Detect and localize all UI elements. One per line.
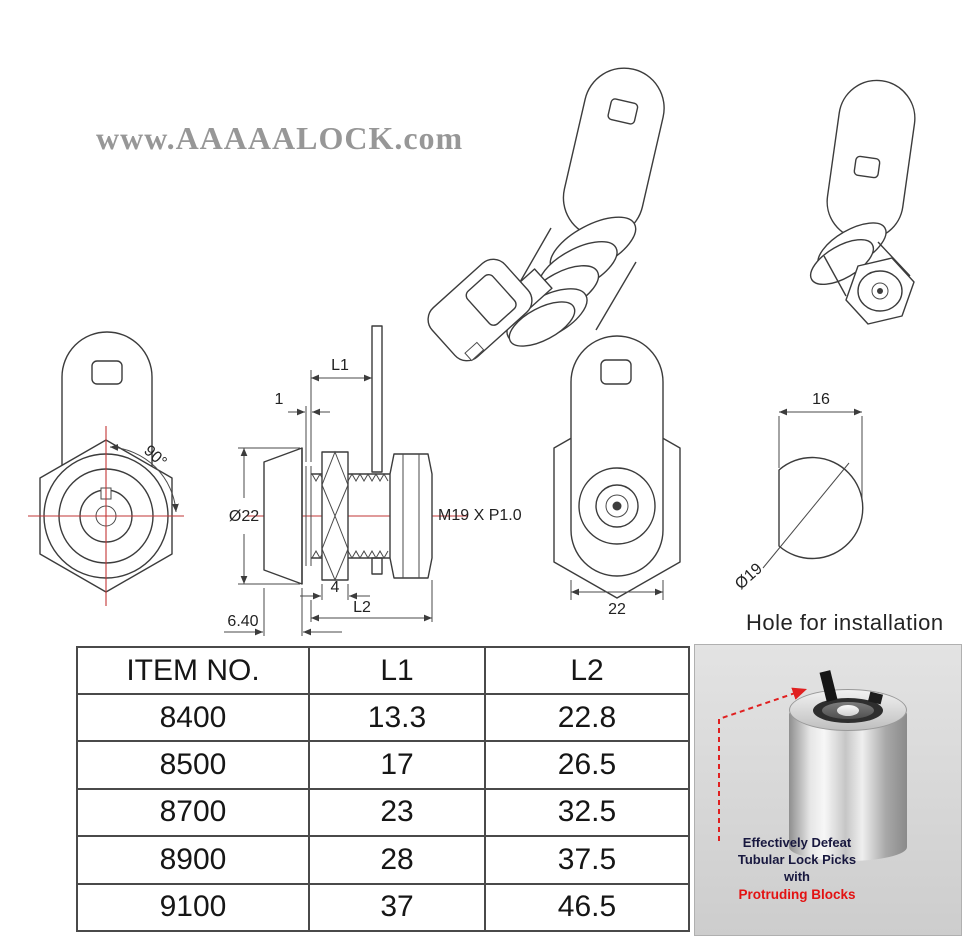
technical-drawings: 90° xyxy=(28,67,944,636)
dim-cam-thickness-label: 4 xyxy=(331,579,340,596)
installation-hole xyxy=(778,456,864,560)
table-row: 8900 28 37.5 xyxy=(76,835,690,885)
section-view-drawing: 1 L1 Ø22 M19 X P1.0 4 L2 xyxy=(224,325,522,636)
mounting-panel xyxy=(371,325,383,473)
lock-cylinder xyxy=(789,709,907,861)
dim-l2-label: L2 xyxy=(353,599,371,616)
hole-caption: Hole for installation xyxy=(746,610,944,635)
caption-line: with xyxy=(784,868,810,884)
table-header-row: ITEM NO. L1 L2 xyxy=(76,646,690,695)
cell-item-no: 8500 xyxy=(76,740,310,790)
caption-line: Effectively Defeat xyxy=(742,835,852,850)
product-photo: Effectively Defeat Tubular Lock Picks wi… xyxy=(694,644,962,936)
table-row: 8700 23 32.5 xyxy=(76,787,690,838)
cell-l2: 37.5 xyxy=(484,835,690,885)
rotation-arc xyxy=(109,444,179,513)
iso-view-back xyxy=(809,79,916,325)
photo-caption: Effectively Defeat Tubular Lock Picks wi… xyxy=(699,835,895,903)
cam-hole xyxy=(853,155,881,179)
cell-l1: 23 xyxy=(308,787,486,838)
cell-l2: 46.5 xyxy=(484,882,690,933)
center-pin xyxy=(837,705,859,716)
back-view-drawing: 22 xyxy=(553,335,681,618)
key xyxy=(427,258,553,362)
dim-diameter-label: Ø22 xyxy=(229,508,259,525)
cell-item-no: 8700 xyxy=(76,787,310,838)
cell-l2: 22.8 xyxy=(484,692,690,743)
thread-spec-label: M19 X P1.0 xyxy=(438,507,522,524)
dim-hole-diameter-label: Ø19 xyxy=(732,560,766,593)
dim-head-depth-label: 6.40 xyxy=(227,613,258,630)
cell-l2: 26.5 xyxy=(484,740,690,790)
table-row: 9100 37 46.5 xyxy=(76,882,690,933)
iso-view-with-key xyxy=(427,67,665,362)
hole-view-drawing: 16 Ø19 Hole for installation xyxy=(732,391,944,635)
col-header-l1: L1 xyxy=(308,646,486,695)
table-row: 8500 17 26.5 xyxy=(76,740,690,790)
cell-item-no: 8400 xyxy=(76,692,310,743)
cell-l2: 32.5 xyxy=(484,787,690,838)
dim-flat-width-label: 16 xyxy=(812,391,830,408)
front-view-drawing: 90° xyxy=(28,331,184,606)
col-header-item-no: ITEM NO. xyxy=(76,646,310,695)
spec-table: ITEM NO. L1 L2 8400 13.3 22.8 8500 17 26… xyxy=(76,646,690,933)
caption-line: Tubular Lock Picks xyxy=(737,851,857,867)
cam-hole xyxy=(607,98,639,125)
cam-hole xyxy=(600,359,632,385)
lock-head xyxy=(263,447,303,585)
caption-highlight: Protruding Blocks xyxy=(738,886,856,902)
dim-width-label: 22 xyxy=(608,601,626,618)
watermark: www.AAAAALOCK.com xyxy=(96,120,464,156)
cell-l1: 13.3 xyxy=(308,692,486,743)
cell-l1: 37 xyxy=(308,882,486,933)
cell-l1: 28 xyxy=(308,835,486,885)
dim-washer-label: 1 xyxy=(275,391,284,408)
cell-item-no: 9100 xyxy=(76,882,310,933)
cell-item-no: 8900 xyxy=(76,835,310,885)
cell-l1: 17 xyxy=(308,740,486,790)
col-header-l2: L2 xyxy=(484,646,690,695)
nut xyxy=(389,453,433,579)
cam-hole xyxy=(91,360,123,385)
dim-l1-label: L1 xyxy=(331,357,349,374)
table-row: 8400 13.3 22.8 xyxy=(76,692,690,743)
